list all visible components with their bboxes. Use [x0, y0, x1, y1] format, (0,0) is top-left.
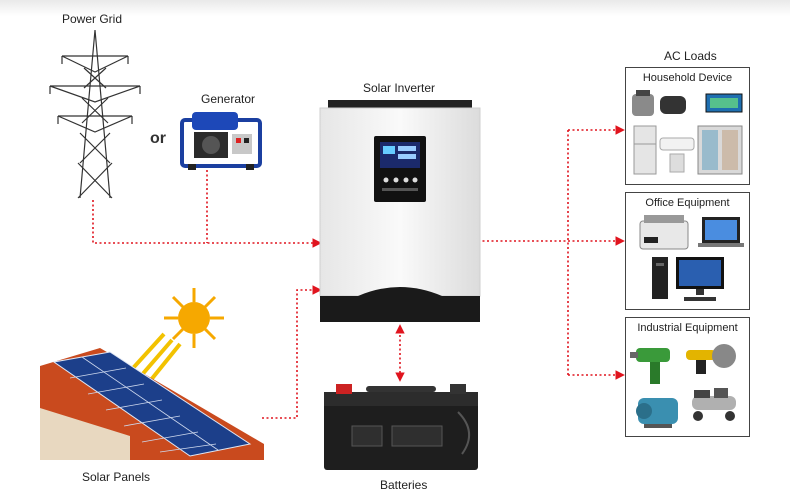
generator-label: Generator	[201, 92, 256, 106]
batteries-label: Batteries	[380, 478, 428, 492]
household-appliances-icon	[632, 90, 743, 175]
household-device-title: Household Device	[642, 72, 733, 84]
sun-icon	[122, 288, 224, 388]
industrial-equipment-title: Industrial Equipment	[637, 322, 738, 334]
household-device-box: Household Device	[625, 67, 750, 185]
office-equipment-icon	[639, 215, 744, 301]
industrial-equipment-icon	[630, 344, 736, 428]
solar-panels-label: Solar Panels	[82, 470, 151, 484]
solar-line	[262, 285, 322, 419]
solar-inverter-label: Solar Inverter	[363, 81, 436, 95]
power-tower-icon	[49, 29, 141, 199]
power-grid-label: Power Grid	[62, 12, 123, 26]
or-text: or	[150, 130, 166, 147]
battery-icon	[324, 384, 478, 470]
office-equipment-title: Office Equipment	[645, 197, 730, 209]
industrial-equipment-box: Industrial Equipment	[625, 317, 750, 437]
solar-inverter-unit	[319, 100, 481, 322]
generator-icon	[180, 112, 262, 170]
office-equipment-box: Office Equipment	[625, 192, 750, 310]
grid-line	[92, 200, 322, 248]
ac-loads-label: AC Loads	[664, 49, 717, 63]
solar-panels-icon	[40, 348, 264, 460]
